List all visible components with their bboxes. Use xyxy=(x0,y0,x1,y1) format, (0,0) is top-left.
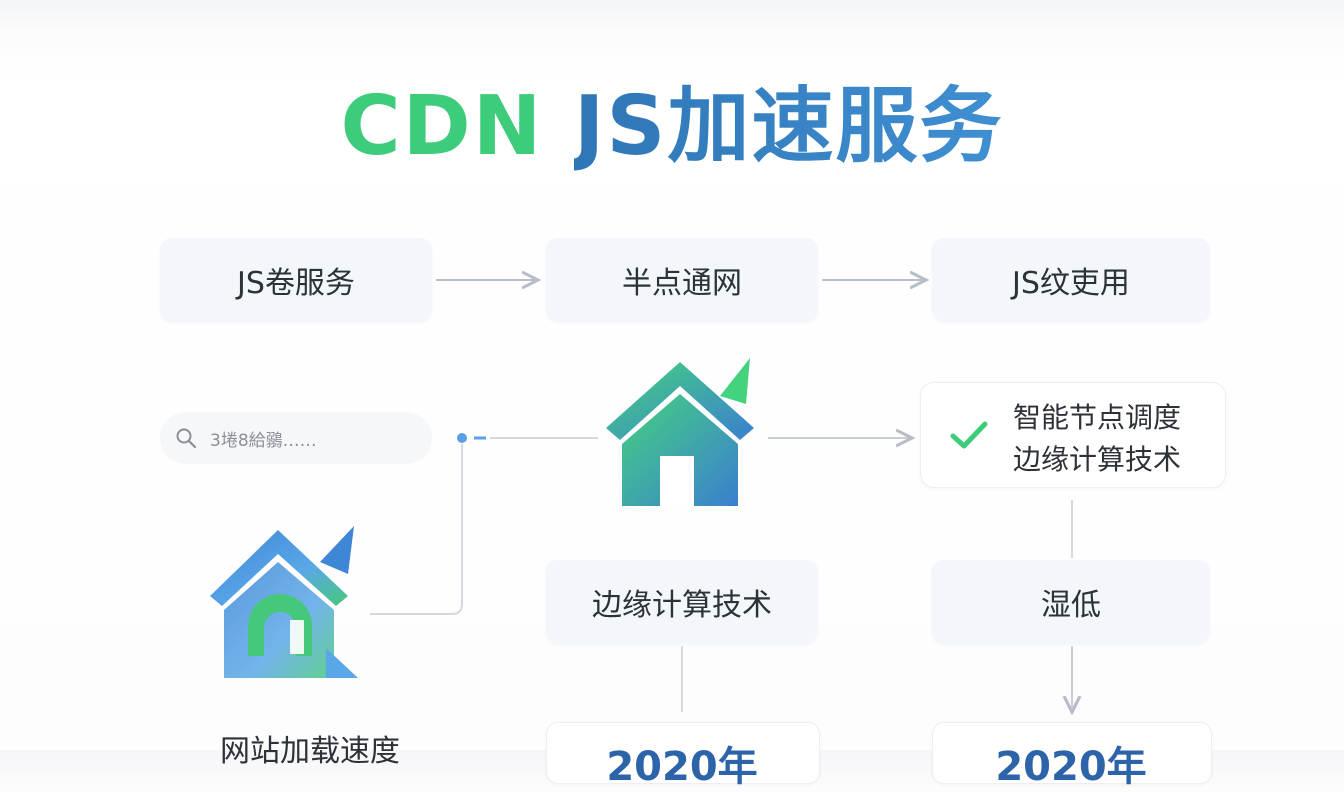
node-latency-label: 湿低 xyxy=(1041,588,1101,623)
node-edge-computing-label: 边缘计算技术 xyxy=(592,588,772,623)
node-network-label: 半点通网 xyxy=(622,266,742,301)
connector-dot xyxy=(457,433,467,443)
node-js-usage-label: JS纹吏用 xyxy=(1012,266,1130,301)
search-placeholder: 3埢8給鶸…… xyxy=(210,430,317,451)
search-icon xyxy=(176,428,197,449)
year-right: 2020年 xyxy=(995,744,1147,790)
check-icon xyxy=(950,421,988,449)
node-js-usage: JS纹吏用 xyxy=(932,238,1210,322)
title-cdn: CDN xyxy=(340,79,544,174)
house-icon xyxy=(606,358,754,506)
node-smart-scheduling-line1: 智能节点调度 xyxy=(1013,401,1182,434)
node-latency: 湿低 xyxy=(932,560,1210,644)
year-middle: 2020年 xyxy=(606,744,758,790)
caption-load-speed: 网站加载速度 xyxy=(220,734,400,769)
title-service: JS加速服务 xyxy=(573,79,1004,174)
node-js-service: JS卷服务 xyxy=(160,238,432,322)
diagram-connectors xyxy=(210,0,1344,750)
house-icon-small xyxy=(210,526,358,678)
search-bar[interactable]: 3埢8給鶸…… xyxy=(160,412,432,464)
node-smart-scheduling-line2: 边缘计算技术 xyxy=(1013,443,1182,476)
node-js-service-label: JS卷服务 xyxy=(237,266,355,301)
node-smart-scheduling: 智能节点调度 边缘计算技术 xyxy=(920,382,1226,488)
page-title: CDN JS加速服务 xyxy=(0,72,1344,182)
node-network: 半点通网 xyxy=(546,238,818,322)
node-edge-computing: 边缘计算技术 xyxy=(546,560,818,644)
